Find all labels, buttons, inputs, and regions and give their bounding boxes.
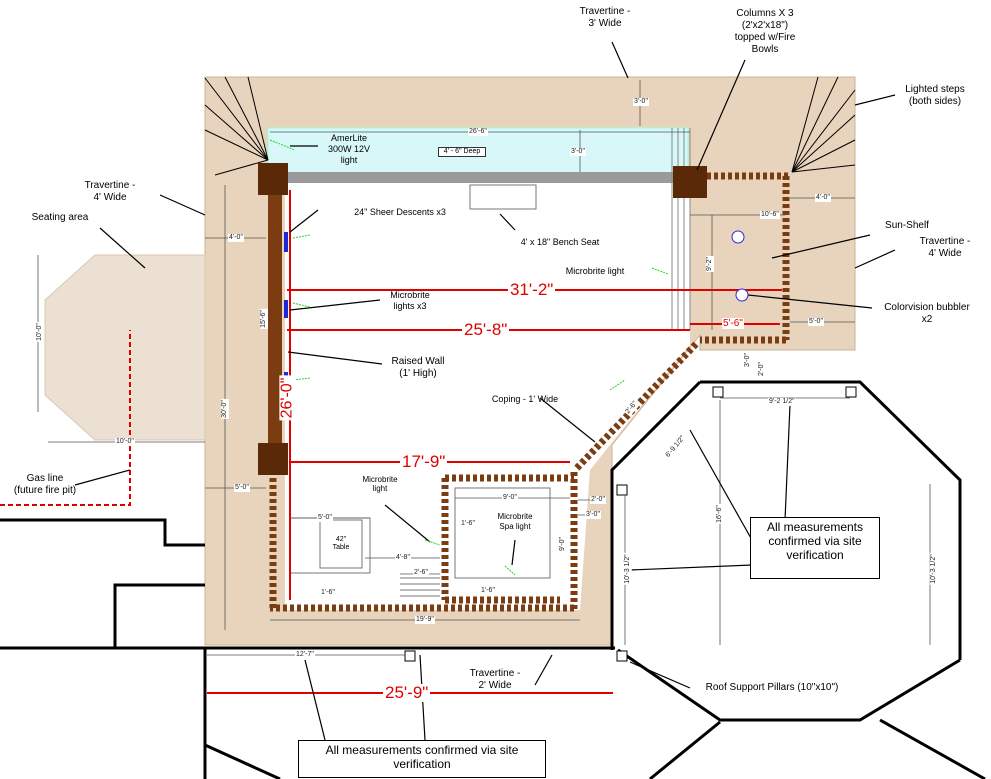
- dim-10-6: 10'-6": [760, 211, 780, 219]
- dim-1-6-bottom: 1'-6": [480, 587, 496, 595]
- gas-line: [0, 330, 131, 506]
- label-microbrite-light: Microbrite light: [565, 266, 625, 276]
- label-travertine-top: Travertine - 3' Wide: [579, 6, 631, 29]
- lighted-steps-fans: [204, 76, 856, 176]
- label-sun-shelf: Sun-Shelf: [885, 220, 929, 231]
- dim-4-0-left: 4'-0": [228, 234, 244, 242]
- dim-4-0-right: 4'-0": [815, 194, 831, 202]
- label-sheer-descents: 24" Sheer Descents x3: [354, 207, 446, 217]
- dim-10-0-v: 10'-0": [35, 322, 44, 342]
- dim-26-0: 26'-0": [278, 375, 296, 421]
- label-amerlite: AmerLite 300W 12V light: [327, 133, 371, 165]
- label-travertine-bottom: Travertine - 2' Wide: [469, 668, 521, 691]
- label-microbrite-x3: Microbrite lights x3: [390, 290, 430, 311]
- dim-5-0-table: 5'-0": [317, 514, 333, 522]
- column-bottom-left: [258, 443, 288, 475]
- dim-5-0-right: 5'-0": [808, 318, 824, 326]
- dim-3-0-small: 3'-0": [743, 352, 752, 368]
- dim-10-0-h: 10'-0": [115, 438, 135, 446]
- label-depth: 4' - 6" Deep: [438, 147, 486, 157]
- label-raised-wall: Raised Wall (1' High): [391, 356, 445, 379]
- pool-interior: [285, 180, 690, 610]
- dim-10-3-right: 10'-3 1/2": [929, 553, 938, 585]
- dim-10-3-left: 10'-3 1/2": [623, 553, 632, 585]
- label-seating-area: Seating area: [31, 212, 89, 223]
- note-site-verification-right: All measurements confirmed via site veri…: [750, 517, 880, 579]
- label-lighted-steps: Lighted steps (both sides): [905, 84, 965, 107]
- dim-12-7: 12'-7": [295, 651, 315, 659]
- dim-26-6: 26'-6": [468, 128, 488, 136]
- label-columns: Columns X 3 (2'x2'x18") topped w/Fire Bo…: [734, 8, 796, 55]
- raised-wall: [268, 195, 282, 445]
- dim-5-6: 5'-6": [722, 318, 744, 329]
- dim-9-0-v: 9'-0": [558, 536, 567, 552]
- dim-30-0: 30'-0": [220, 399, 229, 419]
- dim-3-0-pool: 3'-0": [570, 148, 586, 156]
- label-spa-light: Microbrite Spa light: [497, 512, 533, 531]
- sun-shelf-steps: [671, 128, 691, 330]
- label-bench-seat: 4' x 18" Bench Seat: [520, 237, 600, 247]
- dim-2-0-small: 2'-0": [757, 361, 766, 377]
- label-colorvision: Colorvision bubbler x2: [884, 302, 970, 325]
- dim-31-2: 31'-2": [508, 280, 556, 299]
- dim-19-9: 19'-9": [415, 616, 435, 624]
- dim-1-6-spa: 1'-6": [460, 520, 476, 528]
- label-roof-pillars: Roof Support Pillars (10"x10"): [705, 682, 839, 693]
- seating-area: [44, 254, 206, 441]
- label-coping: Coping - 1' Wide: [491, 394, 559, 404]
- dim-3-0-spa: 3'-0": [585, 511, 601, 519]
- dim-17-9: 17'-9": [400, 452, 448, 471]
- dim-1-6-table: 1'-6": [320, 589, 336, 597]
- label-travertine-right: Travertine - 4' Wide: [919, 236, 971, 259]
- label-travertine-left: Travertine - 4' Wide: [84, 180, 136, 203]
- dim-5-0-left: 5'-0": [234, 484, 250, 492]
- light-beams: [269, 139, 669, 576]
- leader-arrows: [74, 41, 896, 741]
- column-top-left: [258, 163, 288, 195]
- dim-2-0-spa: 2'-0": [590, 496, 606, 504]
- dim-25-9: 25'-9": [383, 683, 431, 702]
- dim-3-0-top: 3'-0": [633, 98, 649, 106]
- dim-9-2-half: 9'-2 1/2": [768, 398, 796, 406]
- dim-9-0-h: 9'-0": [502, 494, 518, 502]
- grey-ledge: [268, 172, 688, 183]
- dim-16-6: 16'-6": [715, 504, 724, 524]
- label-microbrite-light-2: Microbrite light: [362, 475, 398, 493]
- roof-pillars: [404, 386, 857, 662]
- dim-4-8: 4'-8": [395, 554, 411, 562]
- dim-9-2: 9'-2": [705, 256, 714, 272]
- label-gas-line: Gas line (future fire pit): [13, 473, 77, 496]
- dim-2-6-step: 2'-6": [413, 569, 429, 577]
- label-table: 42" Table: [332, 536, 350, 551]
- building-outline: [0, 380, 986, 779]
- column-top-right: [673, 166, 707, 198]
- dim-15-6: 15'-6": [259, 309, 268, 329]
- note-site-verification-bottom: All measurements confirmed via site veri…: [298, 740, 546, 778]
- dim-25-8: 25'-8": [462, 320, 510, 339]
